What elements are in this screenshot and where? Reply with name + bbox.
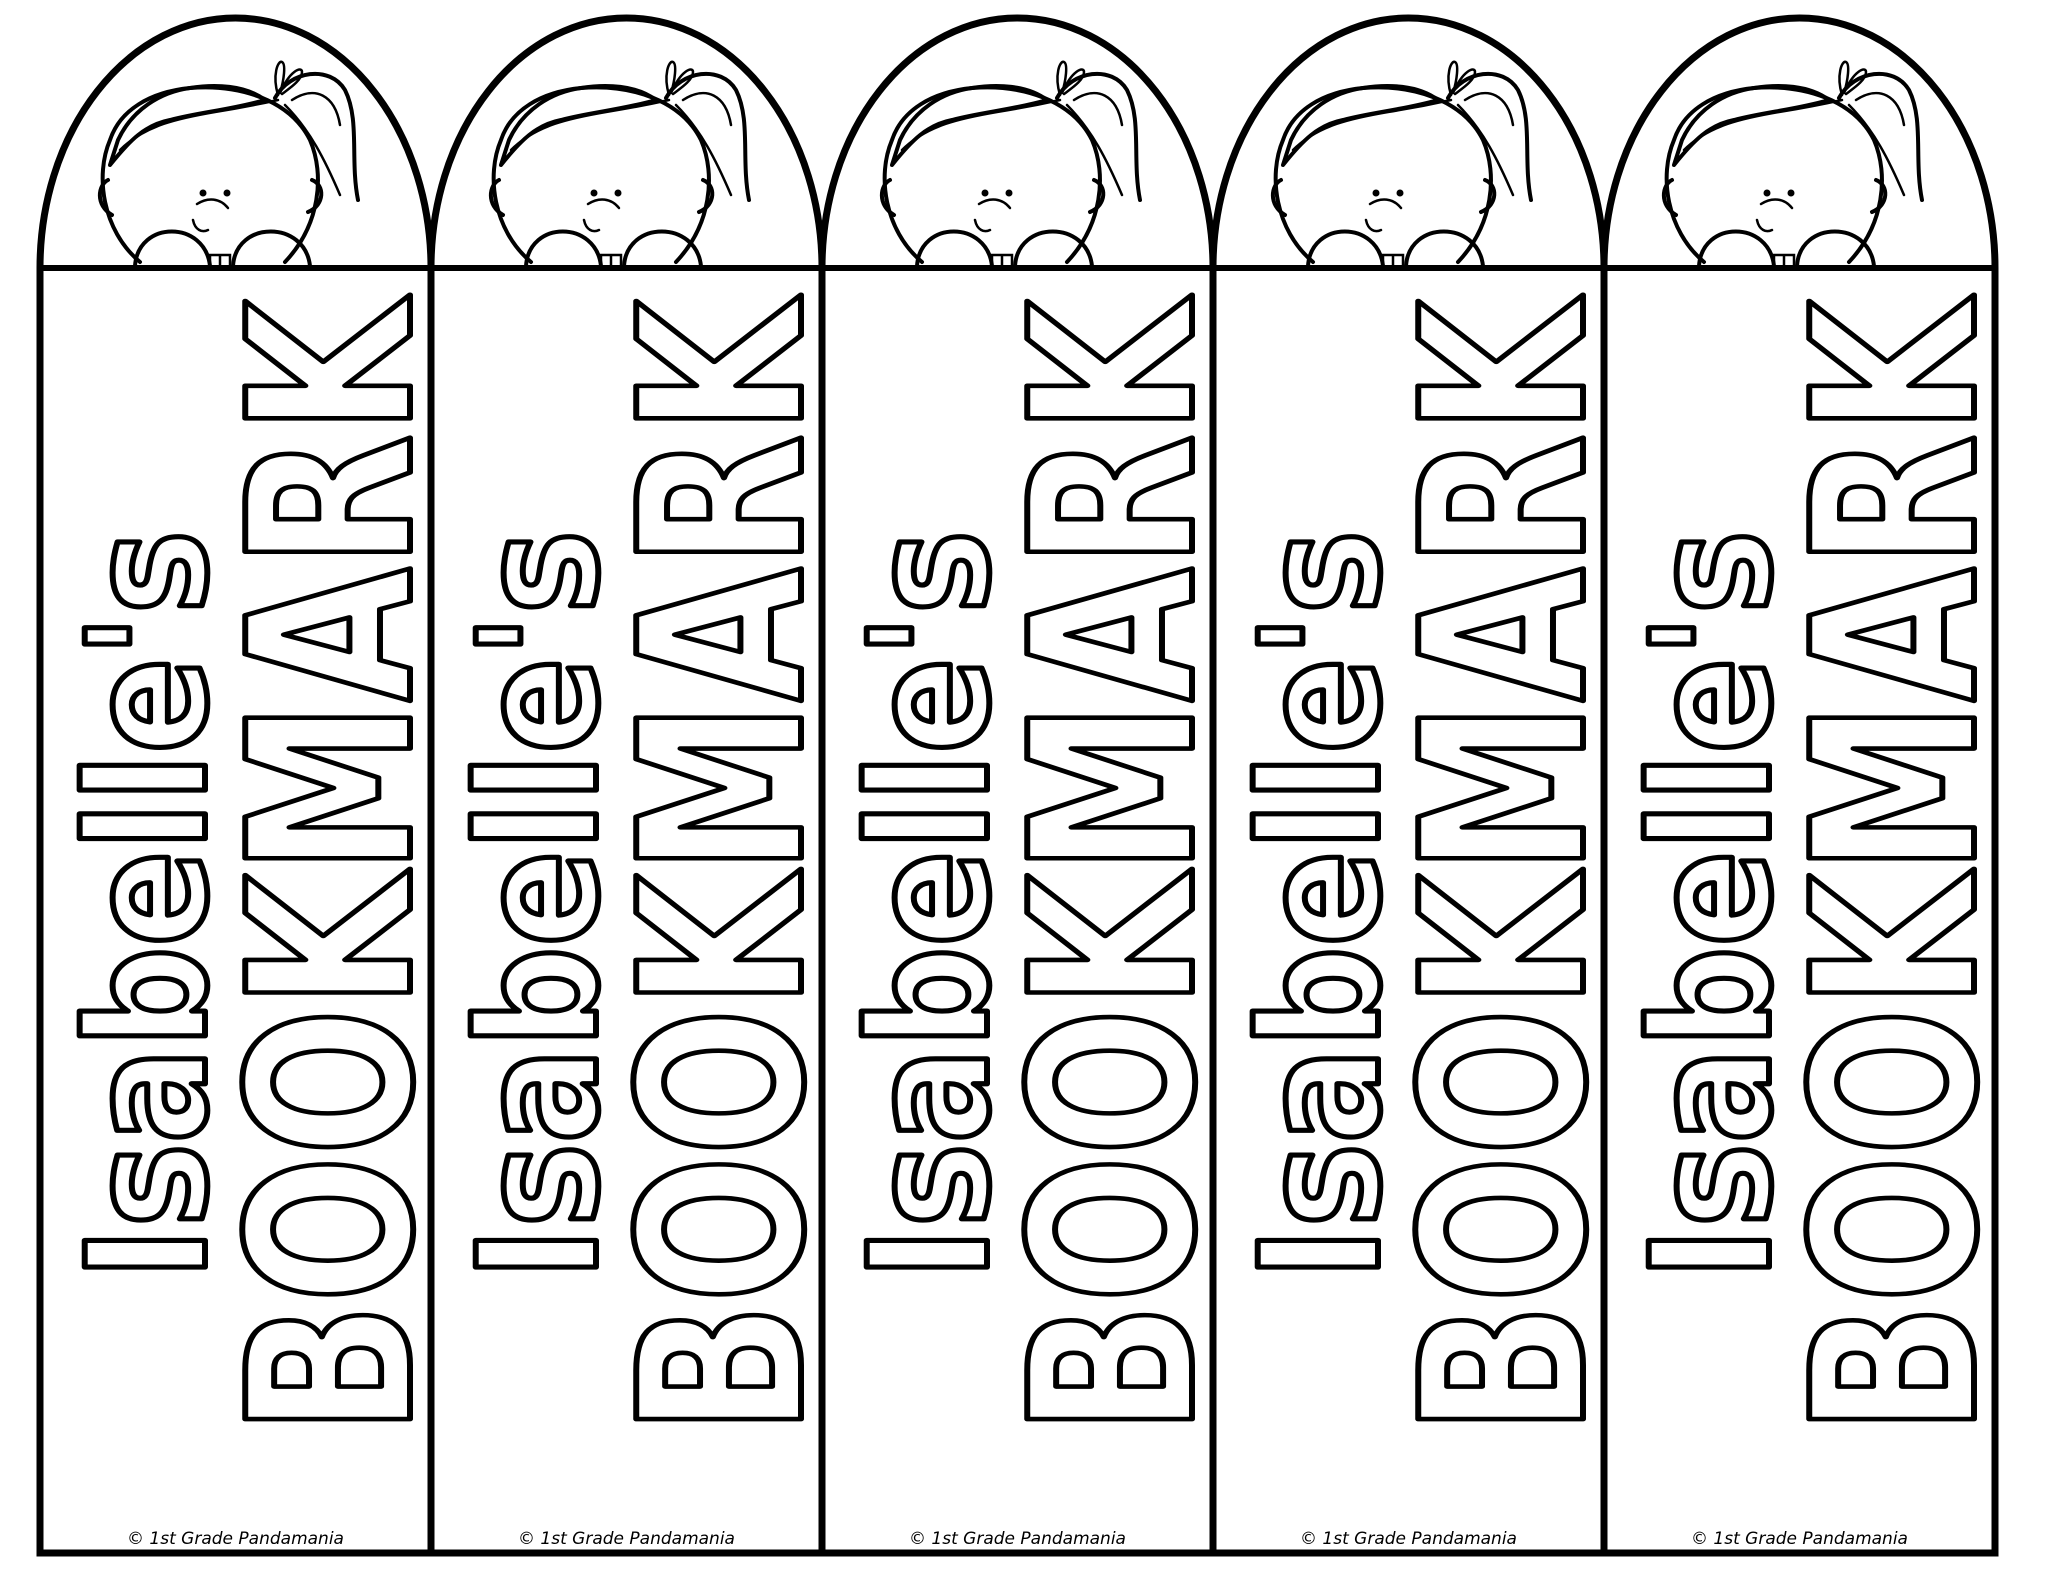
bookmark-title: BOOKMARK (983, 295, 1246, 1435)
bookmark-title: BOOKMARK (1765, 295, 2028, 1435)
copyright-footer: © 1st Grade Pandamania (1691, 1529, 1908, 1549)
bookmark-owner-name: Isabelle's (443, 530, 635, 1280)
copyright-footer: © 1st Grade Pandamania (127, 1529, 344, 1549)
bookmark-owner-name: Isabelle's (1616, 530, 1808, 1280)
copyright-footer: © 1st Grade Pandamania (1300, 1529, 1517, 1549)
bookmark-owner-name: Isabelle's (1225, 530, 1417, 1280)
bookmark-owner-name: Isabelle's (834, 530, 1026, 1280)
bookmark-owner-name: Isabelle's (52, 530, 244, 1280)
girl-peeking-icon (97, 60, 360, 268)
bookmark-title: BOOKMARK (592, 295, 855, 1435)
bookmark-title: BOOKMARK (201, 295, 464, 1435)
bookmark-outline (36, 14, 435, 1557)
bookmark-outline (1209, 14, 1608, 1557)
copyright-footer: © 1st Grade Pandamania (518, 1529, 735, 1549)
copyright-footer: © 1st Grade Pandamania (909, 1529, 1126, 1549)
girl-peeking-icon (879, 60, 1142, 268)
bookmark-outline (1600, 14, 1999, 1557)
girl-peeking-icon (1661, 60, 1924, 268)
bookmark-outline (818, 14, 1217, 1557)
bookmark-outline (427, 14, 826, 1557)
girl-peeking-icon (488, 60, 751, 268)
bookmark-title: BOOKMARK (1374, 295, 1637, 1435)
girl-peeking-icon (1270, 60, 1533, 268)
